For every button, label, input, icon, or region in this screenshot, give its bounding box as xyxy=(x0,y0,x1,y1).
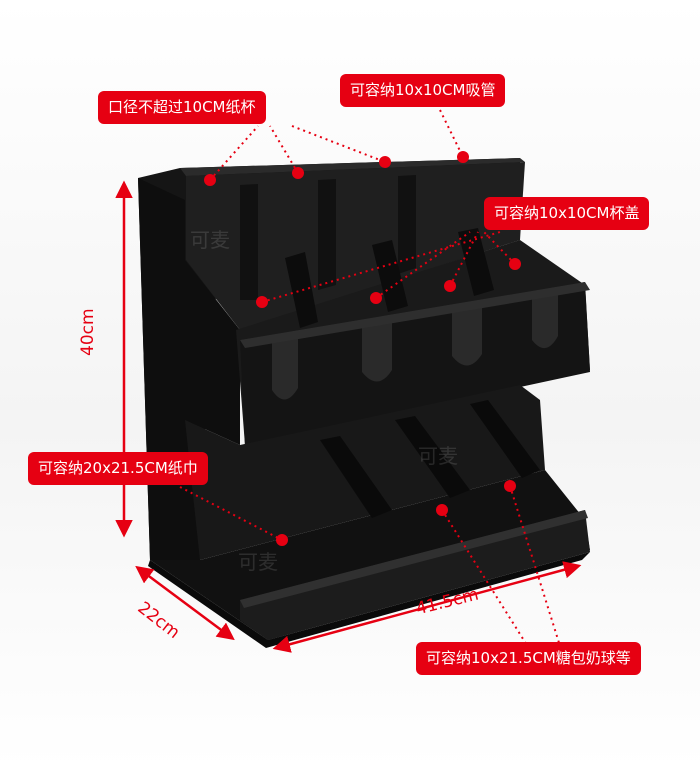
watermark: 可麦 xyxy=(418,444,458,468)
marker-dot xyxy=(256,296,268,308)
marker-dot xyxy=(370,292,382,304)
marker-dots xyxy=(204,151,521,546)
marker-dot xyxy=(444,280,456,292)
marker-dot xyxy=(379,156,391,168)
watermark: 可麦 xyxy=(190,228,230,252)
label-lid-slot: 可容纳10x10CM杯盖 xyxy=(484,197,650,230)
leader-lines xyxy=(179,109,561,651)
label-straw-slot: 可容纳10x10CM吸管 xyxy=(340,74,506,107)
height-dimension: 40cm xyxy=(78,308,98,356)
marker-dot xyxy=(457,151,469,163)
marker-dot xyxy=(504,480,516,492)
marker-dot xyxy=(436,504,448,516)
watermark: 可麦 xyxy=(238,550,278,574)
organizer-body xyxy=(138,158,590,648)
marker-dot xyxy=(292,167,304,179)
label-cup-slot: 口径不超过10CM纸杯 xyxy=(98,91,266,124)
marker-dot xyxy=(509,258,521,270)
label-napkin-slot: 可容纳20x21.5CM纸巾 xyxy=(28,452,208,485)
marker-dot xyxy=(204,174,216,186)
marker-dot xyxy=(276,534,288,546)
label-sugar-slot: 可容纳10x21.5CM糖包奶球等 xyxy=(416,642,641,675)
